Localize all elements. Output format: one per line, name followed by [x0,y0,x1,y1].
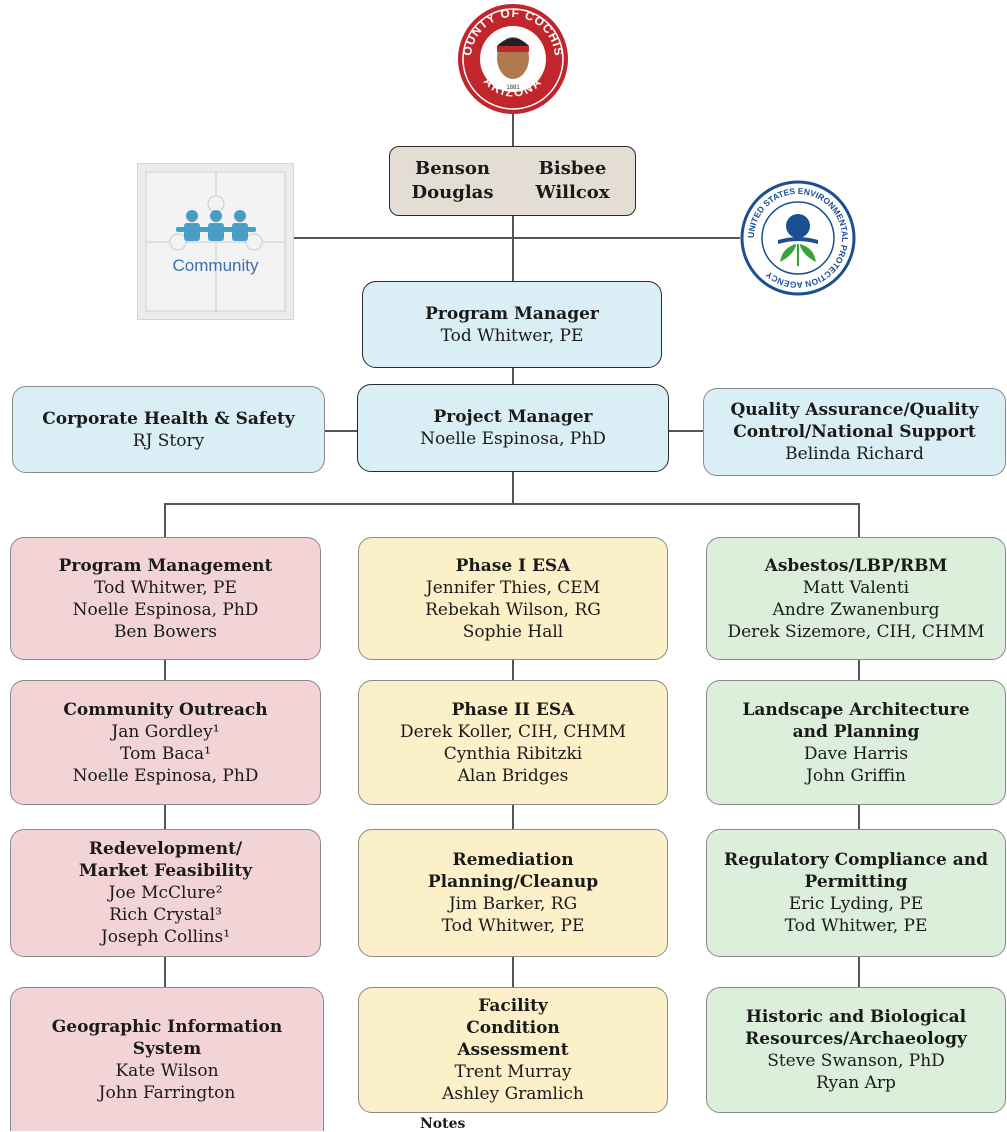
facility-condition-member: Ashley Gramlich [442,1084,584,1104]
regulatory-title: Regulatory Compliance and Permitting [724,850,988,892]
community-outreach-box: Community Outreach Jan Gordley¹ Tom Baca… [10,680,321,805]
remediation-box: Remediation Planning/Cleanup Jim Barker,… [358,829,668,957]
program-manager-title: Program Manager [425,303,599,324]
health-safety-box: Corporate Health & Safety RJ Story [12,386,325,473]
project-manager-name: Noelle Espinosa, PhD [420,429,606,449]
phase2-esa-box: Phase II ESA Derek Koller, CIH, CHMM Cyn… [358,680,668,805]
health-safety-name: RJ Story [132,430,205,451]
program-manager-box: Program Manager Tod Whitwer, PE [362,281,662,368]
facility-condition-box: Facility Condition Assessment Trent Murr… [358,987,668,1113]
program-management-title: Program Management [58,555,273,576]
connector-col2-c [512,957,514,987]
connector-col1-a [164,660,166,680]
program-management-member: Noelle Espinosa, PhD [72,599,259,620]
county-seal-logo: COUNTY OF COCHISE ARIZONA 1881 [455,2,568,114]
gis-box: Geographic Information System Kate Wilso… [10,987,324,1131]
community-outreach-title: Community Outreach [63,699,268,720]
community-logo: Community [137,163,294,320]
phase1-esa-title: Phase I ESA [455,555,571,576]
community-label: Community [172,256,259,275]
gis-member: Kate Wilson [115,1060,219,1081]
city-douglas: Douglas [411,182,494,203]
connector-col3-drop [858,503,860,537]
phase1-esa-member: Rebekah Wilson, RG [425,599,601,620]
regulatory-member: Tod Whitwer, PE [784,916,928,936]
redevelopment-title: Redevelopment/ Market Feasibility [78,839,253,881]
connector-col1-drop [164,503,166,537]
connector-col2-b [512,805,514,829]
project-manager-title: Project Manager [433,407,593,427]
landscape-title: Landscape Architecture and Planning [742,699,970,742]
redevelopment-member: Joseph Collins¹ [100,927,231,947]
city-bisbee: Bisbee [538,158,607,179]
epa-logo: UNITED STATES ENVIRONMENTAL PROTECTION A… [740,180,856,296]
asbestos-box: Asbestos/LBP/RBM Matt Valenti Andre Zwan… [706,537,1006,660]
asbestos-member: Derek Sizemore, CIH, CHMM [727,621,985,642]
landscape-member: Dave Harris [803,743,909,764]
connector-col1-c [164,957,166,987]
community-outreach-member: Jan Gordley¹ [111,721,220,742]
gis-member: John Farrington [98,1082,236,1103]
program-management-member: Ben Bowers [113,621,218,642]
notes-label: Notes [420,1116,466,1132]
phase2-esa-member: Alan Bridges [457,765,569,786]
project-manager-box: Project Manager Noelle Espinosa, PhD [357,384,669,472]
qa-qc-title: Quality Assurance/Quality Control/Nation… [730,400,979,442]
redevelopment-member: Rich Crystal³ [109,905,222,925]
phase1-esa-box: Phase I ESA Jennifer Thies, CEM Rebekah … [358,537,668,660]
asbestos-member: Matt Valenti [802,577,910,598]
connector-col1-b [164,805,166,829]
cities-box: Benson Bisbee Douglas Willcox [389,146,636,216]
qa-qc-name: Belinda Richard [785,444,924,464]
connector-seal-cities [512,110,514,146]
remediation-member: Tod Whitwer, PE [441,916,585,936]
facility-condition-title: Facility Condition Assessment [457,996,569,1060]
connector-logos-horizontal [290,237,740,239]
redevelopment-box: Redevelopment/ Market Feasibility Joe Mc… [10,829,321,957]
historic-member: Ryan Arp [816,1073,896,1093]
phase2-esa-member: Cynthia Ribitzki [443,743,583,764]
connector-col3-c [858,957,860,987]
connector-cities-pm [512,216,514,282]
gis-title: Geographic Information System [51,1016,283,1059]
community-outreach-member: Noelle Espinosa, PhD [72,765,259,786]
asbestos-member: Andre Zwanenburg [772,599,940,620]
landscape-member: John Griffin [806,765,906,786]
seal-year: 1881 [506,85,520,91]
phase2-esa-member: Derek Koller, CIH, CHMM [399,721,627,742]
connector-col2-a [512,660,514,680]
connector-projm-columns [512,472,514,504]
redevelopment-member: Joe McClure² [108,883,223,903]
landscape-box: Landscape Architecture and Planning Dave… [706,680,1006,805]
regulatory-member: Eric Lyding, PE [788,894,924,914]
historic-box: Historic and Biological Resources/Archae… [706,987,1006,1113]
asbestos-title: Asbestos/LBP/RBM [764,555,948,576]
remediation-title: Remediation Planning/Cleanup [427,850,599,892]
program-management-box: Program Management Tod Whitwer, PE Noell… [10,537,321,660]
facility-condition-member: Trent Murray [454,1062,572,1082]
remediation-member: Jim Barker, RG [448,894,578,914]
city-willcox: Willcox [535,182,610,203]
health-safety-title: Corporate Health & Safety [42,408,295,429]
historic-title: Historic and Biological Resources/Archae… [745,1007,967,1049]
phase1-esa-member: Sophie Hall [462,621,564,642]
program-management-member: Tod Whitwer, PE [94,577,237,598]
connector-columns-horizontal [164,503,860,505]
connector-col3-b [858,805,860,829]
community-outreach-member: Tom Baca¹ [120,743,211,764]
phase1-esa-member: Jennifer Thies, CEM [425,577,601,598]
historic-member: Steve Swanson, PhD [767,1051,945,1071]
program-manager-name: Tod Whitwer, PE [440,325,584,346]
connector-col3-a [858,660,860,680]
qa-qc-box: Quality Assurance/Quality Control/Nation… [703,388,1006,476]
regulatory-box: Regulatory Compliance and Permitting Eri… [706,829,1006,957]
connector-pm-projm [512,368,514,384]
phase2-esa-title: Phase II ESA [451,699,575,720]
city-benson: Benson [415,158,490,179]
